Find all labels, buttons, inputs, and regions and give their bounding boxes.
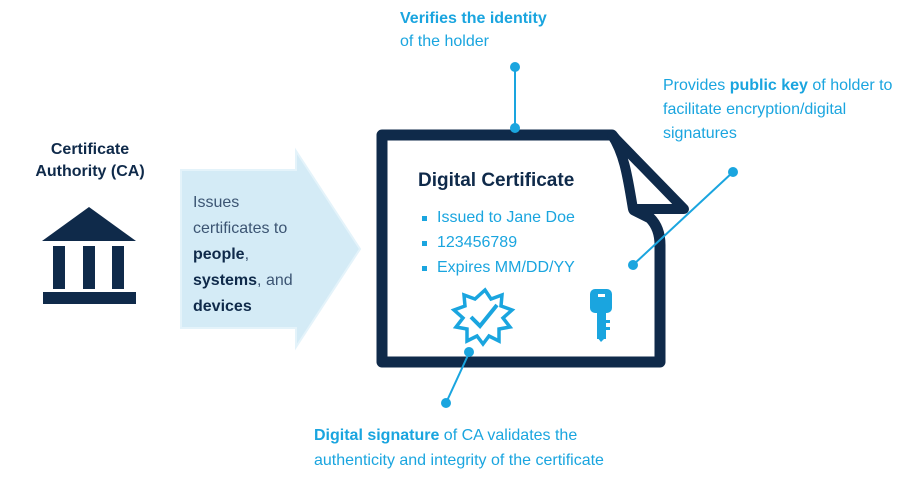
ca-title-line2: Authority (CA) <box>35 163 145 180</box>
signature-callout-suffix: of CA validates the authenticity and int… <box>314 427 604 469</box>
issue-arrow <box>180 147 362 351</box>
arrow-text-devices: devices <box>193 298 252 315</box>
certificate-field-issued-to: Issued to Jane Doe <box>420 205 575 230</box>
signature-dot-top <box>464 347 474 357</box>
arrow-text-people: people <box>193 246 245 263</box>
public-key-callout-prefix: Provides <box>663 77 730 94</box>
certificate-field-expires: Expires MM/DD/YY <box>420 255 575 280</box>
verifies-dot-top <box>510 62 520 72</box>
public-key-callout: Provides public key of holder to facilit… <box>663 74 922 146</box>
verifies-identity-callout: Verifies the identity of the holder <box>400 7 660 53</box>
bank-building-icon <box>42 207 136 304</box>
public-key-dot-bottom <box>628 260 638 270</box>
certificate-field-serial: 123456789 <box>420 230 575 255</box>
ca-title-line1: Certificate <box>50 141 130 158</box>
signature-connector <box>445 352 470 404</box>
public-key-dot-top <box>728 167 738 177</box>
arrow-text-plain: Issues certificates to <box>193 194 288 237</box>
verifies-callout-plain: of the holder <box>400 33 489 50</box>
issue-arrow-text: Issues certificates to people, systems, … <box>193 190 313 320</box>
arrow-text-systems: systems <box>193 272 258 289</box>
verified-badge-icon <box>450 287 516 347</box>
arrow-text-sep2: , and <box>257 272 293 289</box>
public-key-callout-suffix: of holder to facilitate encryption/digit… <box>663 77 893 142</box>
public-key-connector <box>632 171 734 266</box>
key-icon <box>590 289 612 342</box>
verifies-callout-bold: Verifies the identity <box>400 10 547 27</box>
certificate-authority-title: Certificate Authority (CA) <box>20 139 160 183</box>
certificate-title: Digital Certificate <box>418 170 575 191</box>
signature-callout-bold: Digital signature <box>314 427 440 444</box>
arrow-text-sep1: , <box>244 246 250 263</box>
certificate-fields: Issued to Jane Doe 123456789 Expires MM/… <box>420 205 575 280</box>
digital-signature-callout: Digital signature of CA validates the au… <box>314 423 614 473</box>
public-key-callout-bold: public key <box>729 77 808 94</box>
verifies-dot-bottom <box>510 123 520 133</box>
signature-dot-bottom <box>441 398 451 408</box>
certificate-fold-corner <box>607 130 689 214</box>
